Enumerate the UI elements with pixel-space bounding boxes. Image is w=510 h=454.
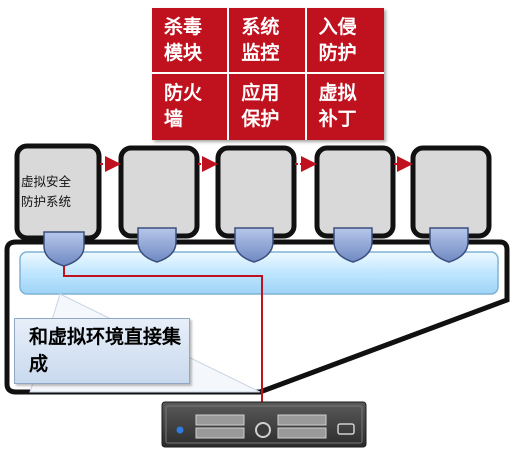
shield-icon: [137, 227, 177, 263]
connection-line: [63, 266, 263, 402]
security-module-grid: 杀毒 模块 系统 监控 入侵 防护 防火 墙 应用 保护 虚拟 补丁: [152, 8, 384, 140]
module-firewall: 防火 墙: [152, 74, 230, 140]
module-virtual-patch: 虚拟 补丁: [318, 82, 357, 130]
shield-icon: [429, 227, 469, 263]
module-system-monitor: 系统 监控: [229, 8, 307, 74]
vm-box-5: [410, 145, 492, 239]
module-intrusion-prevention: 入侵 防护: [306, 8, 384, 74]
shield-icon: [234, 227, 274, 263]
module-app-protection: 应用 保护: [229, 74, 307, 140]
vm-box-3: [215, 145, 297, 239]
shield-icon: [333, 227, 373, 263]
vm-box-4: [314, 145, 396, 239]
shield-icon: [43, 231, 85, 267]
integration-caption: 和虚拟环境直接集成: [14, 318, 190, 384]
module-antivirus: 杀毒 模块: [152, 8, 230, 74]
vm-security-label: 虚拟安全 防护系统: [21, 174, 72, 209]
server-icon: [161, 401, 367, 448]
vm-box-2: [118, 145, 200, 239]
